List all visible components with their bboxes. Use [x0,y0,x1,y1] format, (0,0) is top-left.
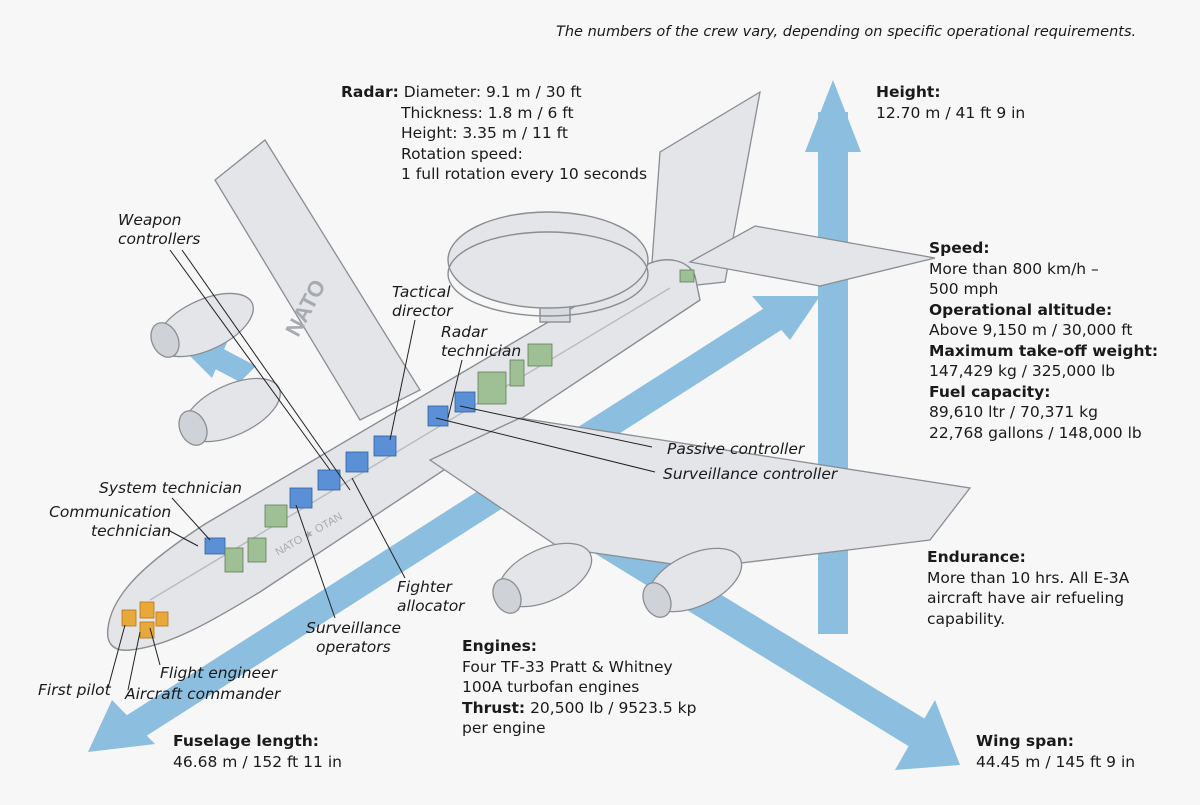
radar-spec: Radar: Diameter: 9.1 m / 30 ft Thickness… [341,82,647,185]
fuel-line-1: 22,768 gallons / 148,000 lb [929,423,1142,442]
leader-lines [107,249,656,691]
label-system-technician: System technician [99,479,242,497]
far-wing [150,139,421,446]
engines-line-1: 100A turbofan engines [462,678,640,696]
fuselage-length-arrow [88,296,820,752]
radar-line-2: Height: 3.35 m / 11 ft [401,124,568,142]
radar-line-3: Rotation speed: [401,144,523,163]
radome [447,211,649,323]
label-weapon-controllers: Weapon controllers [118,211,201,248]
fuel-heading: Fuel capacity: [929,382,1051,401]
radar-line-1: Thickness: 1.8 m / 6 ft [401,103,574,122]
height-spec: Height: 12.70 m / 41 ft 9 in [876,82,1025,123]
fuselage-length-heading: Fuselage length: [173,732,319,750]
thrust-value: 20,500 lb / 9523.5 kp [530,698,697,717]
weight-heading: Maximum take-off weight: [929,341,1159,360]
crew-note: The numbers of the crew vary, depending … [556,24,1137,40]
thrust-tail: per engine [462,719,546,737]
fuselage-length-value: 46.68 m / 152 ft 11 in [173,752,342,771]
wing-span-value: 44.45 m / 145 ft 9 in [976,752,1136,771]
label-surveillance-operators: Surveillance operators [306,619,402,656]
altitude-heading: Operational altitude: [929,300,1113,319]
label-first-pilot: First pilot [38,681,111,699]
radar-line-0: Diameter: 9.1 m / 30 ft [403,83,582,101]
radar-heading: Radar: [341,83,399,101]
wing-span-spec: Wing span: 44.45 m / 145 ft 9 in [976,731,1135,772]
near-wing [428,417,972,618]
endurance-heading: Endurance: [927,548,1026,566]
endurance-line-0: More than 10 hrs. All E-3A [927,568,1130,587]
label-communication-technician: Communication technician [49,503,172,540]
engines-spec: Engines: Four TF-33 Pratt & Whitney 100A… [462,636,696,739]
endurance-spec: Endurance: More than 10 hrs. All E-3A ai… [927,547,1129,629]
label-fighter-allocator: Fighter allocator [397,578,465,615]
fuselage-length-spec: Fuselage length: 46.68 m / 152 ft 11 in [173,731,342,772]
radar-line-4: 1 full rotation every 10 seconds [401,165,648,183]
label-tactical-director: Tactical director [392,283,453,320]
endurance-line-1: aircraft have air refueling [927,589,1125,607]
fuel-line-0: 89,610 ltr / 70,371 kg [929,403,1098,421]
wing-span-heading: Wing span: [976,732,1074,750]
weight-value: 147,429 kg / 325,000 lb [929,362,1116,380]
height-heading: Height: [876,83,941,101]
label-radar-technician: Radar technician [441,323,522,360]
altitude-value: Above 9,150 m / 30,000 ft [929,321,1133,339]
engines-heading: Engines: [462,637,538,655]
tail [649,90,936,291]
engines-line-0: Four TF-33 Pratt & Whitney [462,657,673,676]
wing-span-arrow [560,512,960,770]
speed-heading: Speed: [929,239,990,257]
label-flight-engineer: Flight engineer [160,664,277,682]
speed-line-1: 500 mph [929,280,999,298]
crew-stations [121,269,695,639]
performance-specs: Speed: More than 800 km/h – 500 mph Oper… [929,238,1158,443]
thrust-heading: Thrust: [462,698,526,717]
height-value: 12.70 m / 41 ft 9 in [876,103,1026,122]
endurance-line-2: capability. [927,609,1006,628]
label-passive-controller: Passive controller [667,440,805,458]
speed-line-0: More than 800 km/h – [929,259,1099,278]
label-surveillance-controller: Surveillance controller [663,465,838,483]
label-aircraft-commander: Aircraft commander [125,685,281,703]
